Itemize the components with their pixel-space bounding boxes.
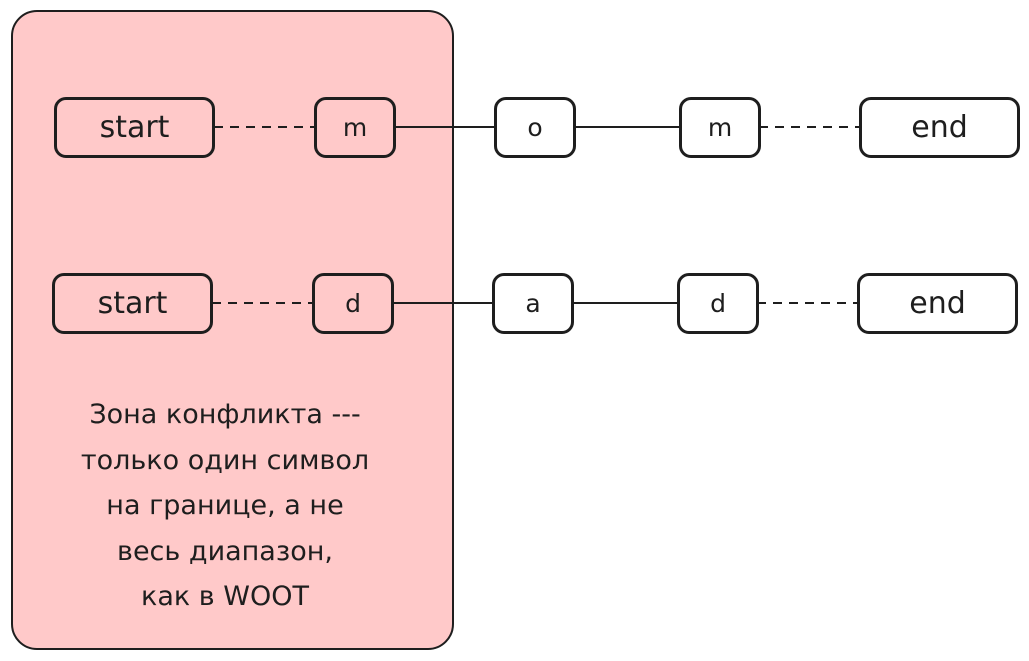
node-row1-m: m	[679, 97, 761, 158]
node-row2-d-boundary: d	[312, 273, 394, 334]
node-row1-m-boundary: m	[314, 97, 396, 158]
node-row2-a: a	[492, 273, 574, 334]
conflict-zone-note: Зона конфликта --- только один символ на…	[80, 399, 370, 612]
node-row1-o: o	[494, 97, 576, 158]
node-row2-start: start	[52, 273, 213, 334]
node-row1-end: end	[859, 97, 1020, 158]
node-row2-end: end	[857, 273, 1018, 334]
node-row1-start: start	[54, 97, 215, 158]
node-row2-d: d	[677, 273, 759, 334]
